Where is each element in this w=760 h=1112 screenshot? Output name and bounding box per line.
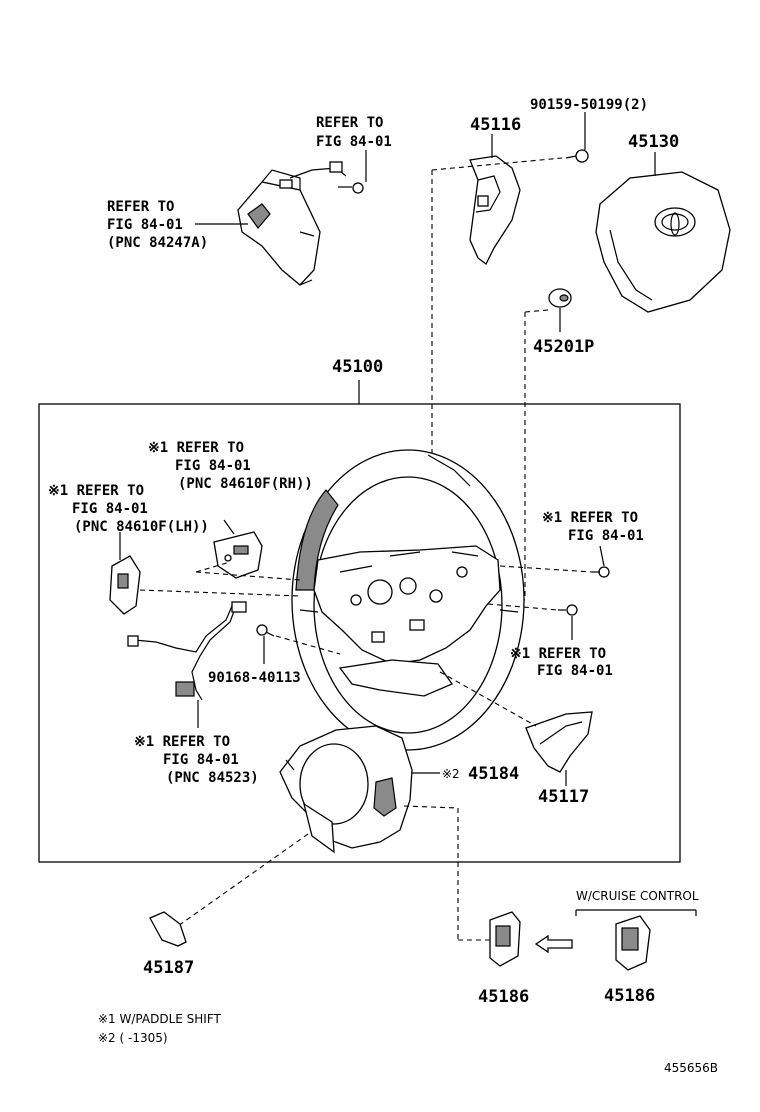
refer-lh-line3: (PNC 84610F(LH)): [74, 519, 209, 535]
mark-2: ※2: [442, 767, 460, 781]
cruise-control-note: W/CRUISE CONTROL: [576, 889, 699, 903]
label-45100: 45100: [332, 357, 383, 377]
part-45187-emblem: [149, 911, 187, 947]
arrow-alternative: [534, 934, 573, 954]
refer-rh-line1: ※1 REFER TO: [148, 440, 244, 456]
label-45184: 45184: [468, 764, 519, 784]
part-45130-airbag: [595, 171, 731, 313]
footnote-1: ※1 W/PADDLE SHIFT: [98, 1012, 222, 1026]
refer-top-left-line1: REFER TO: [107, 199, 174, 215]
refer-bottom-line1: ※1 REFER TO: [134, 734, 230, 750]
steering-wheel-45100: [291, 449, 525, 751]
refer-bottom-line3: (PNC 84523): [166, 770, 259, 786]
refer-rh-line2: FIG 84-01: [175, 458, 251, 474]
part-45117-garnish: [525, 711, 593, 773]
label-45117: 45117: [538, 787, 589, 807]
part-45186-switch-left: [489, 911, 521, 967]
refer-top-right-line2: FIG 84-01: [316, 134, 392, 150]
bolt-right-upper: [592, 566, 610, 578]
refer-lh-line1: ※1 REFER TO: [48, 483, 144, 499]
bolt-90159: [565, 149, 589, 163]
label-90159: 90159-50199(2): [530, 97, 648, 113]
footnote-2: ※2 ( -1305): [98, 1031, 168, 1045]
label-90168: 90168-40113: [208, 670, 301, 686]
refer-top-left-line3: (PNC 84247A): [107, 235, 208, 251]
part-45184-lower-cover: [279, 725, 413, 854]
refer-rh-line3: (PNC 84610F(RH)): [178, 476, 313, 492]
refer-right-b-line1: ※1 REFER TO: [510, 646, 606, 662]
paddle-switch-rh: [213, 531, 263, 579]
refer-lh-line2: FIG 84-01: [72, 501, 148, 517]
refer-right-a-line1: ※1 REFER TO: [542, 510, 638, 526]
refer-top-left-line2: FIG 84-01: [107, 217, 183, 233]
bolt-90168: [256, 624, 275, 637]
refer-bottom-line2: FIG 84-01: [163, 752, 239, 768]
diagram-id: 455656B: [664, 1061, 718, 1075]
paddle-switch-upper: [237, 161, 364, 286]
part-45186-switch-right: [615, 915, 651, 971]
spiral-cable-harness: [127, 601, 247, 701]
label-45186-left: 45186: [478, 987, 529, 1007]
label-45201P: 45201P: [533, 337, 594, 357]
label-45116: 45116: [470, 115, 521, 135]
paddle-switch-lh: [109, 555, 141, 615]
part-45116-cover: [469, 155, 521, 265]
part-45201P-nut: [548, 288, 572, 308]
refer-right-b-line2: FIG 84-01: [537, 663, 613, 679]
label-45130: 45130: [628, 132, 679, 152]
bolt-right-lower: [558, 604, 578, 616]
refer-top-right-line1: REFER TO: [316, 115, 383, 131]
label-45186-right: 45186: [604, 986, 655, 1006]
refer-right-a-line2: FIG 84-01: [568, 528, 644, 544]
label-45187: 45187: [143, 958, 194, 978]
